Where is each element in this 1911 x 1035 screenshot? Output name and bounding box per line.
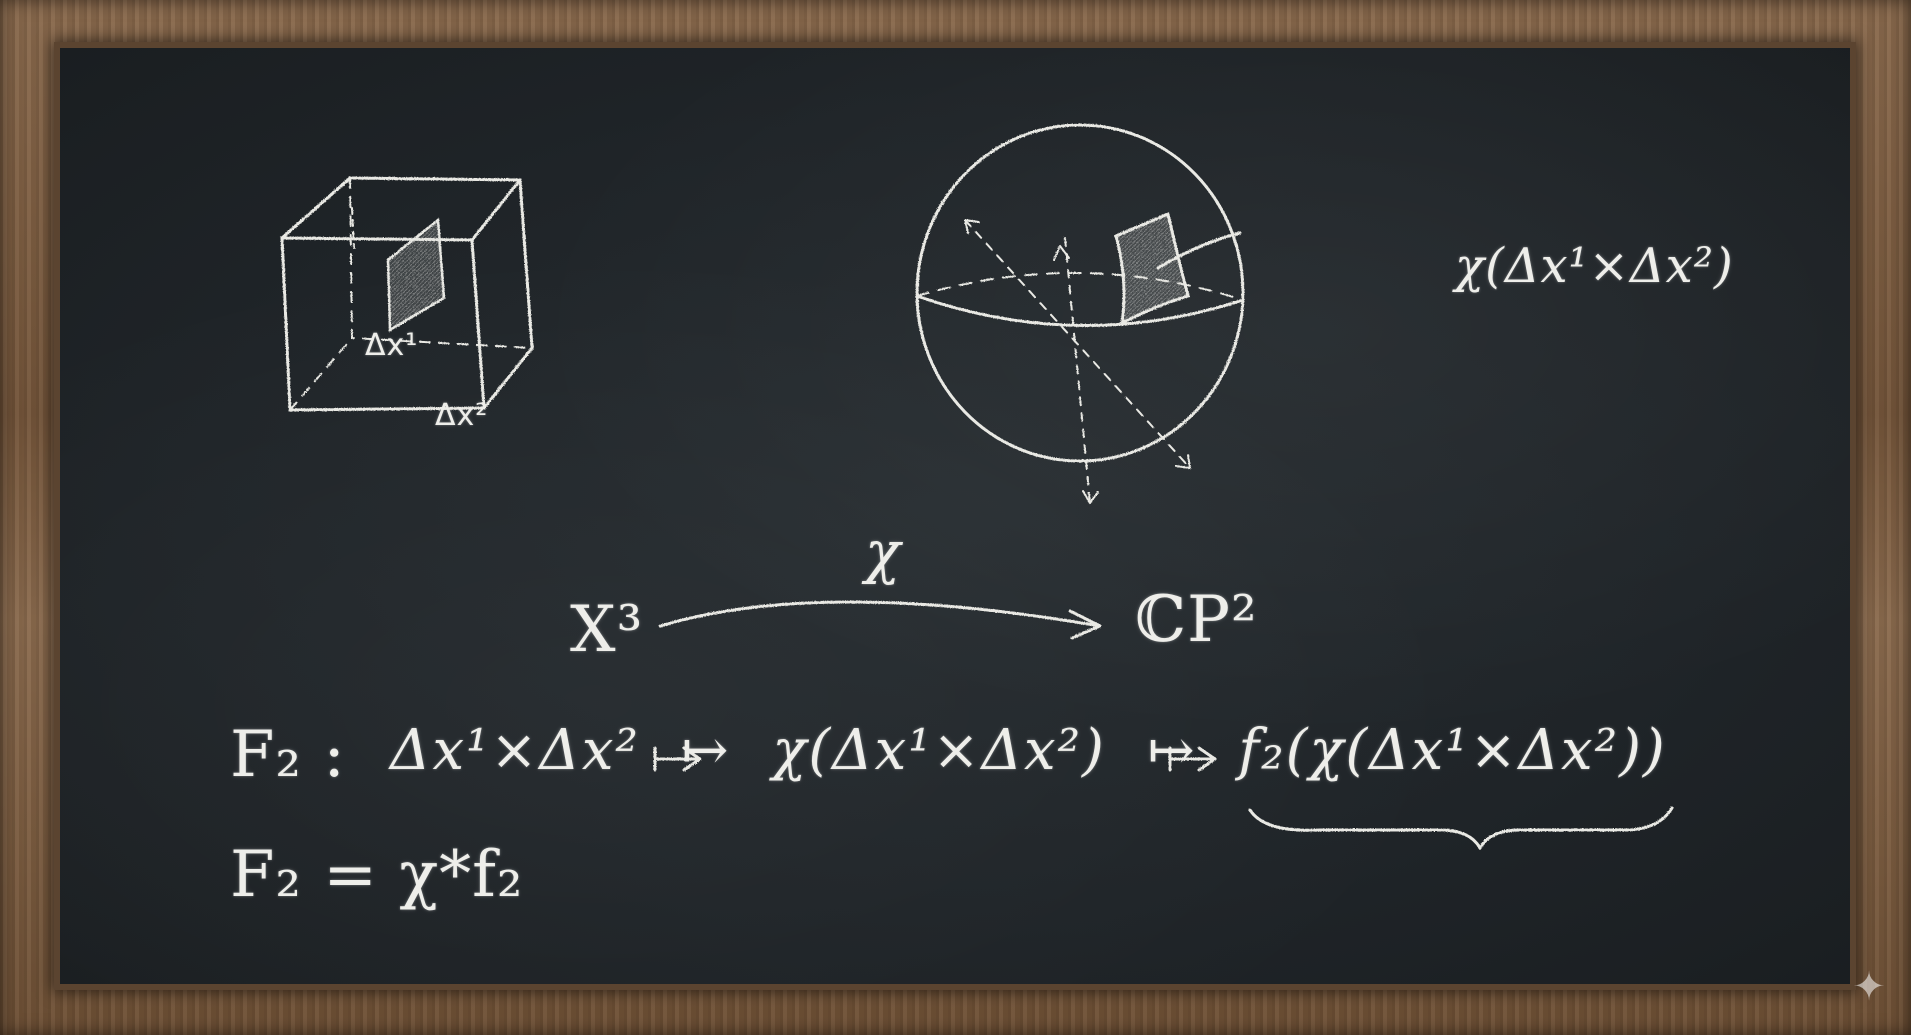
map-arrow <box>660 602 1100 638</box>
cube-label-dx1: Δx¹ <box>365 328 418 363</box>
equation-map-label: F₂ : <box>230 718 346 792</box>
sphere-patch-label: χ(Δx¹×Δx²) <box>1455 238 1734 294</box>
sparkle-icon: ✦ <box>1849 967 1889 1007</box>
underbrace <box>1250 808 1672 848</box>
sphere-drawing <box>917 125 1243 503</box>
domain-space: X³ <box>570 593 643 667</box>
equation-pullback: F₂ = χ*f₂ <box>230 838 524 912</box>
cube-label-dx2: Δx² <box>435 398 488 433</box>
equation-map-chain: Δx¹×Δx² ↦ χ(Δx¹×Δx²) ↦ f₂(χ(Δx¹×Δx²)) <box>390 718 1667 783</box>
target-space: ℂP² <box>1135 583 1258 657</box>
cube-drawing <box>282 178 532 410</box>
chalkboard: Δx¹ Δx² χ(Δx¹×Δx²) χ X³ ℂP² F₂ : Δx¹×Δx²… <box>60 48 1850 984</box>
map-label: χ <box>865 518 901 586</box>
